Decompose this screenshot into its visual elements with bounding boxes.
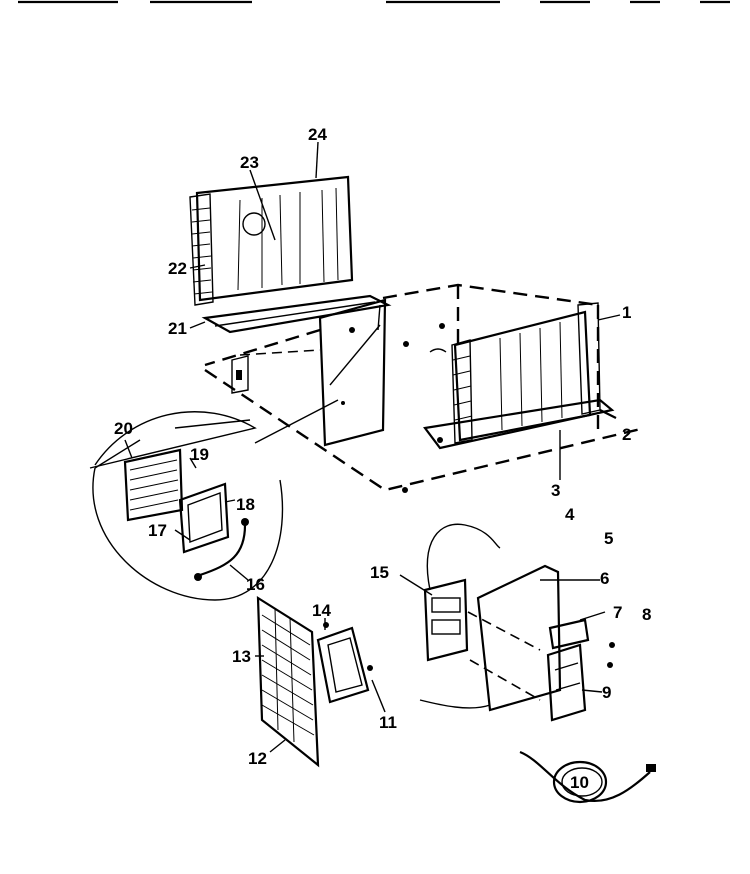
callout-12: 12	[248, 749, 267, 768]
callout-leaders	[124, 141, 621, 753]
callout-15: 15	[370, 563, 389, 582]
callout-24: 24	[308, 125, 327, 144]
callout-4: 4	[565, 505, 575, 524]
evaporator-coil	[189, 175, 354, 306]
detail-leaders	[254, 324, 381, 444]
callout-11: 11	[379, 713, 397, 732]
callout-6: 6	[600, 569, 609, 588]
front-grille	[256, 595, 320, 768]
callout-5: 5	[604, 529, 613, 548]
chassis-dashed-outline	[204, 283, 646, 492]
partition-panel	[318, 298, 387, 447]
switch-assembly	[423, 523, 501, 662]
drain-pan	[201, 294, 392, 334]
callout-8: 8	[642, 605, 651, 624]
callout-labels: 1 2 3 4 5 6 7 8 9 10 11 12 13 14 15 16 1…	[114, 125, 651, 792]
callout-22: 22	[168, 259, 187, 278]
callout-23: 23	[240, 153, 259, 172]
control-knob-housing	[316, 622, 373, 704]
power-cord	[519, 750, 656, 804]
detail-circle	[89, 411, 284, 601]
callout-10: 10	[570, 773, 589, 792]
callout-17: 17	[148, 521, 167, 540]
control-bracket	[419, 564, 562, 712]
callout-9: 9	[602, 683, 611, 702]
condenser-coil	[402, 302, 615, 493]
thermostat	[548, 618, 615, 668]
callout-18: 18	[236, 495, 255, 514]
capacitor	[546, 643, 587, 722]
screw	[599, 409, 617, 419]
callout-13: 13	[232, 647, 251, 666]
callout-21: 21	[168, 319, 187, 338]
callout-14: 14	[312, 601, 331, 620]
callout-2: 2	[622, 425, 631, 444]
callout-16: 16	[246, 575, 265, 594]
left-bracket	[231, 355, 249, 394]
callout-3: 3	[551, 481, 560, 500]
callout-1: 1	[622, 303, 631, 322]
callout-20: 20	[114, 419, 133, 438]
tubing-fittings	[403, 323, 447, 353]
callout-7: 7	[613, 603, 622, 622]
callout-19: 19	[190, 445, 209, 464]
